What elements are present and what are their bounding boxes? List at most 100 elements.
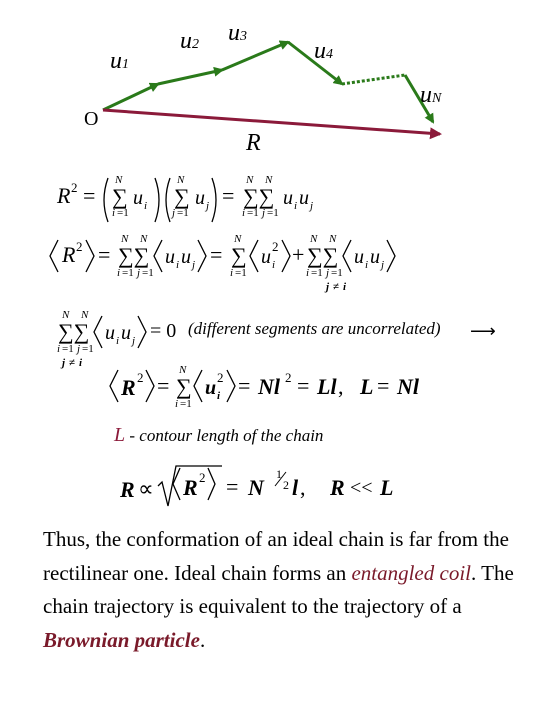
svg-text:∑∑: ∑∑ [307,243,338,268]
svg-text:∝: ∝ [138,476,154,501]
svg-text:u: u [133,187,143,209]
svg-text:=1: =1 [331,267,343,279]
svg-text:N: N [245,174,254,186]
segment-3 [221,40,290,72]
svg-text:= 0: = 0 [150,320,176,342]
svg-text:R: R [329,475,345,500]
svg-text:R: R [56,183,71,208]
svg-text:N: N [61,309,70,321]
svg-text:u: u [105,322,115,344]
svg-text:u: u [261,246,271,268]
svg-text:j: j [190,259,195,271]
svg-text:2: 2 [76,239,83,254]
svg-text:∑∑: ∑∑ [118,243,149,268]
svg-text:∑: ∑ [176,374,192,399]
resultant-label: R [246,130,261,156]
svg-text:=1: =1 [247,207,259,219]
svg-text:=1: =1 [142,267,154,279]
svg-text:N: N [247,475,265,500]
vector-label-u3: u3 [228,20,247,46]
segment-n [403,74,435,124]
svg-text:≠: ≠ [333,281,339,293]
svg-text:u: u [181,246,191,268]
svg-text:Ll: Ll [316,374,337,399]
segment-4 [287,40,344,86]
svg-text:=: = [377,373,389,398]
svg-text:=: = [238,373,250,398]
svg-text:2: 2 [285,370,292,385]
svg-text:R: R [61,242,76,267]
origin-label: O [84,108,99,130]
svg-text:j: j [260,207,265,219]
svg-text:i: i [306,267,309,279]
svg-text:j: j [379,259,384,271]
svg-text:≠: ≠ [69,357,75,369]
svg-text:=1: =1 [117,207,129,219]
svg-text:=: = [157,373,169,398]
svg-text:i: i [242,207,245,219]
svg-text:N: N [139,233,148,245]
svg-text:N: N [120,233,129,245]
svg-text:,: , [300,475,306,500]
vector-label-u4: u4 [314,38,333,64]
svg-text:u: u [354,246,364,268]
svg-text:N: N [233,233,242,245]
svg-text:N: N [178,364,187,376]
svg-text:R: R [182,475,198,500]
svg-text:u: u [121,322,131,344]
svg-text:i: i [294,200,297,212]
svg-text:i: i [176,259,179,271]
svg-text:2: 2 [283,478,289,492]
svg-text:l: l [292,475,299,500]
svg-text:i: i [116,335,119,347]
contour-text: - contour length of the chain [125,426,324,445]
brownian-particle-term: Brownian particle [43,627,200,652]
svg-text:u: u [370,246,380,268]
svg-text:j: j [60,357,66,369]
svg-text:∑∑: ∑∑ [243,184,274,209]
svg-text:=: = [98,242,110,267]
vector-label-u2: u2 [180,28,199,54]
svg-text:N: N [114,174,123,186]
svg-text:j: j [324,267,329,279]
svg-text:N: N [309,233,318,245]
svg-text:=1: =1 [62,343,74,355]
svg-text:=1: =1 [235,267,247,279]
svg-text:=1: =1 [267,207,279,219]
svg-text:i: i [175,398,178,410]
svg-text:u: u [283,187,293,209]
svg-text:2: 2 [272,239,279,254]
svg-text:N: N [80,309,89,321]
svg-text:i: i [217,390,221,402]
svg-text:j: j [324,281,330,293]
svg-text:i: i [117,267,120,279]
svg-text:N: N [176,174,185,186]
svg-text:∑: ∑ [174,184,190,209]
svg-text:i: i [112,207,115,219]
svg-text:=1: =1 [177,207,189,219]
svg-text:=: = [210,242,222,267]
svg-text:i: i [230,267,233,279]
svg-text:2: 2 [71,180,78,195]
segment-2 [157,66,224,86]
segment-1 [102,82,160,112]
contour-symbol: L [114,424,126,446]
svg-text:j: j [308,200,313,212]
svg-text:⟶: ⟶ [470,321,496,341]
svg-text:i: i [144,200,147,212]
svg-text:u: u [205,377,216,399]
vector-label-u1: u1 [110,48,129,74]
conclusion-paragraph: Thus, the conformation of an ideal chain… [43,527,514,652]
svg-text:u: u [165,246,175,268]
svg-text:=: = [297,373,309,398]
svg-text:<<: << [350,477,373,499]
svg-text:=: = [226,474,238,499]
uncorrelated-remark: (different segments are uncorrelated) [188,319,441,338]
svg-text:L: L [379,475,393,500]
svg-text:L: L [359,374,373,399]
svg-text:=: = [83,183,95,208]
svg-text:1: 1 [276,467,282,481]
svg-text:∑: ∑ [231,243,247,268]
svg-text:=1: =1 [311,267,323,279]
svg-text:∑: ∑ [112,184,128,209]
